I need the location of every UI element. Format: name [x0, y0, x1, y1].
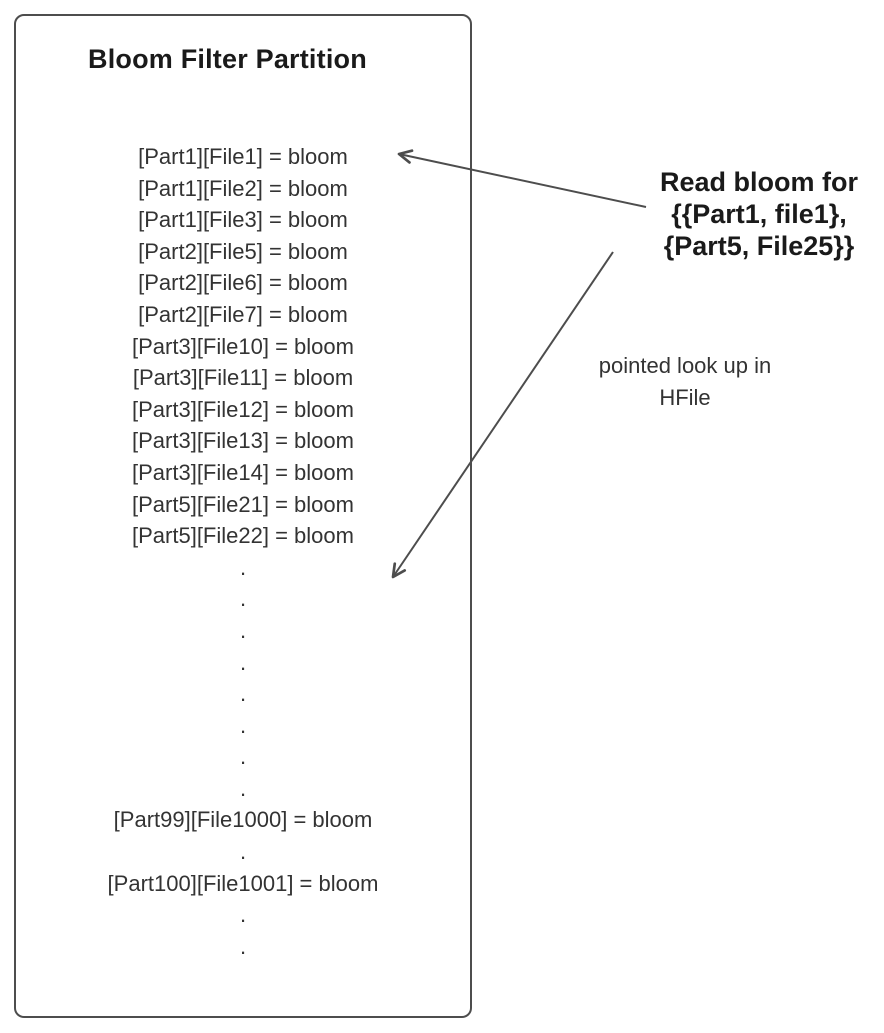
- bloom-entry-part100: [Part100][File1001] = bloom: [107, 870, 379, 896]
- bloom-entry: [Part2][File6] = bloom: [138, 270, 348, 296]
- pointed-lookup-annotation: pointed look up in HFile: [570, 350, 800, 414]
- bloom-entry: [Part2][File5] = bloom: [138, 238, 348, 264]
- ellipsis-dot: .: [239, 586, 247, 612]
- bloom-entry: [Part1][File3] = bloom: [138, 207, 348, 233]
- ellipsis-dot: .: [239, 681, 247, 707]
- bloom-entry: [Part3][File10] = bloom: [132, 333, 354, 359]
- bloom-filter-partition-box: Bloom Filter Partition [Part1][File1] = …: [14, 14, 472, 1018]
- bloom-entry: [Part2][File7] = bloom: [138, 301, 348, 327]
- ellipsis-dot: .: [239, 554, 247, 580]
- read-bloom-line-1: Read bloom for: [659, 167, 858, 197]
- bloom-entry: [Part3][File11] = bloom: [132, 365, 354, 391]
- ellipsis-dot: .: [239, 933, 247, 959]
- read-bloom-line-3: {Part5, File25}}: [663, 231, 855, 261]
- ellipsis-dot: .: [239, 839, 247, 865]
- bloom-entry: [Part3][File13] = bloom: [132, 428, 354, 454]
- ellipsis-dot: .: [239, 775, 247, 801]
- pointed-lookup-line-1: pointed look up in: [598, 353, 772, 378]
- ellipsis-dot: .: [239, 649, 247, 675]
- bloom-entry: [Part1][File1] = bloom: [138, 144, 348, 169]
- bloom-entry: [Part3][File12] = bloom: [132, 396, 354, 422]
- partition-box-title: Bloom Filter Partition: [88, 44, 367, 74]
- ellipsis-dot: .: [239, 617, 247, 643]
- pointed-lookup-line-2: HFile: [659, 385, 711, 410]
- bloom-entry-part99: [Part99][File1000] = bloom: [113, 807, 373, 833]
- ellipsis-dot: .: [239, 902, 247, 928]
- read-bloom-annotation: Read bloom for {{Part1, file1}, {Part5, …: [634, 166, 884, 262]
- bloom-entry: [Part5][File22] = bloom: [132, 523, 354, 549]
- read-bloom-line-2: {{Part1, file1},: [671, 199, 847, 229]
- bloom-entry: [Part1][File2] = bloom: [138, 175, 348, 201]
- bloom-entry: [Part5][File21] = bloom: [132, 491, 354, 517]
- ellipsis-dot: .: [239, 744, 247, 770]
- bloom-entry: [Part3][File14] = bloom: [132, 459, 354, 485]
- ellipsis-dot: .: [239, 712, 247, 738]
- bloom-entry-list: [Part1][File1] = bloom [Part1][File2] = …: [16, 141, 470, 962]
